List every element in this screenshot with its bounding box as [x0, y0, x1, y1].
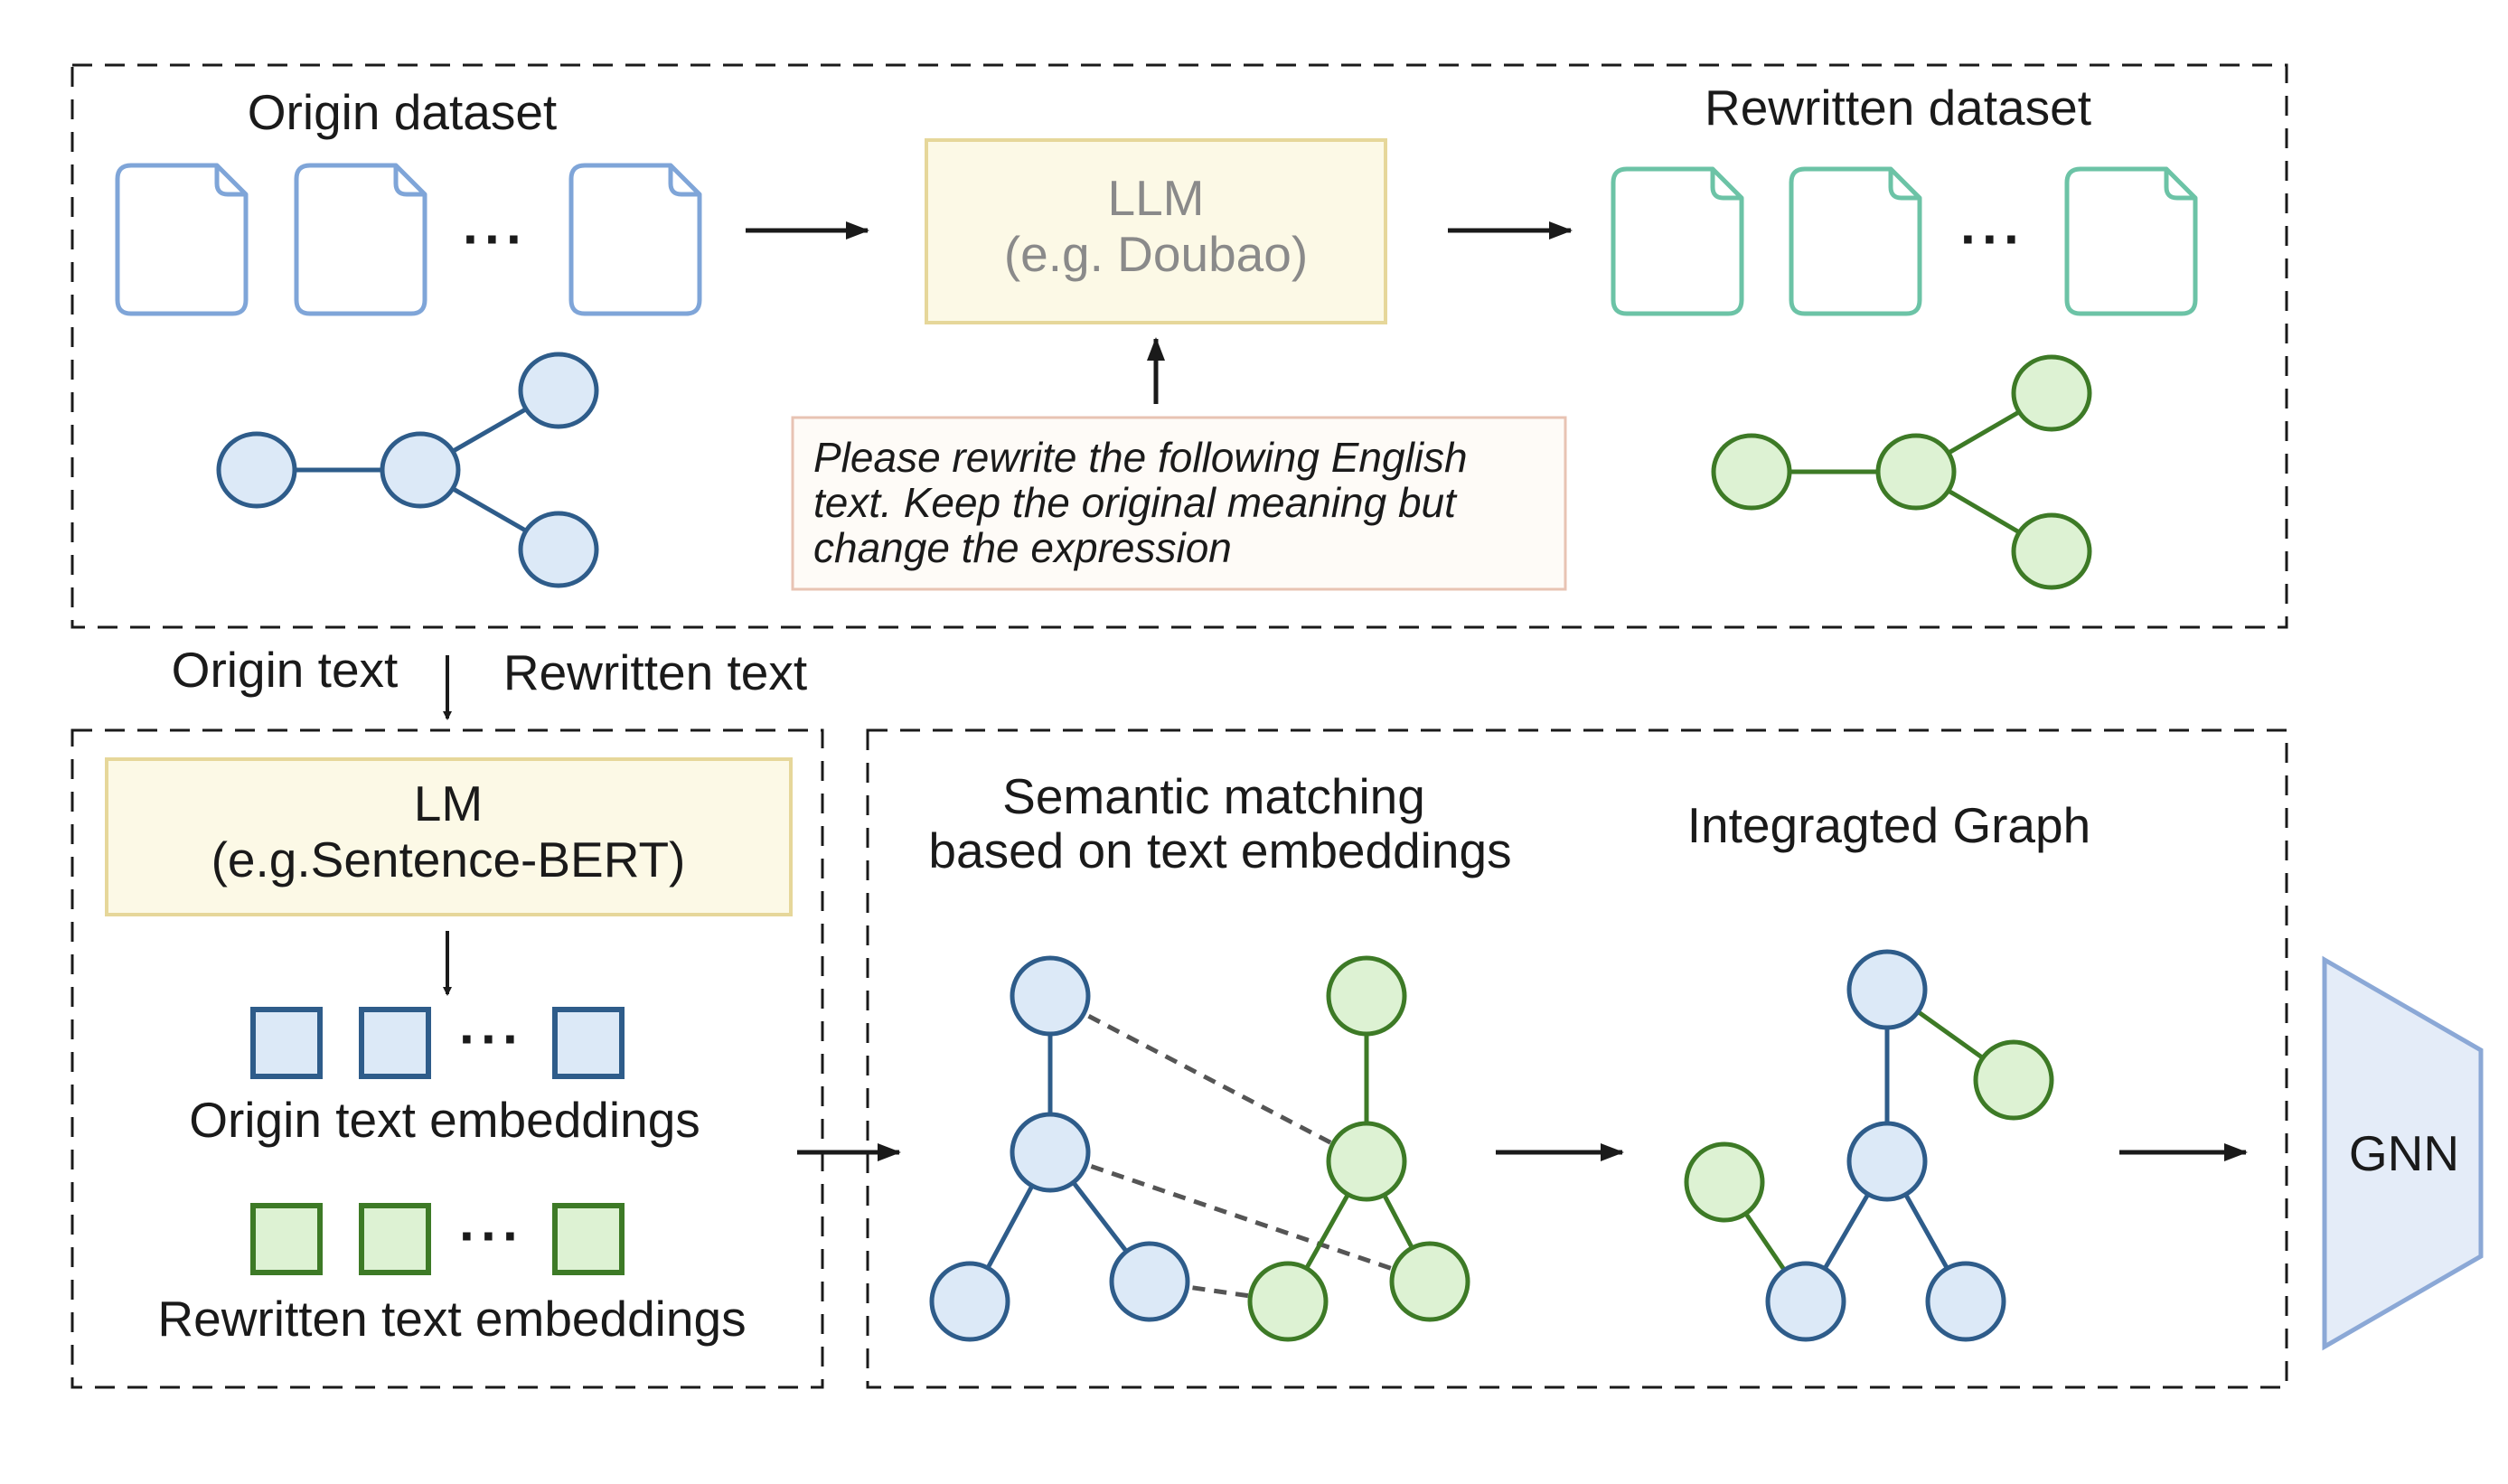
graph-node — [1109, 1241, 1190, 1322]
llm-example: (e.g. Doubao) — [1004, 226, 1308, 282]
document-icon — [294, 163, 427, 316]
graph-node — [380, 431, 461, 509]
graph-node — [1247, 1261, 1329, 1342]
origin-docs-ellipsis: ··· — [463, 209, 528, 269]
graph-node — [1326, 955, 1407, 1037]
embedding-square — [552, 1007, 625, 1079]
origin-embedding-squares — [250, 1007, 625, 1079]
rewritten-embeddings-ellipsis: ··· — [459, 1206, 524, 1266]
graph-node — [1846, 949, 1928, 1030]
lm-example: (e.g.Sentence-BERT) — [211, 831, 686, 888]
lm-box — [105, 757, 793, 916]
origin-document-icons — [115, 163, 702, 316]
origin-embeddings-label: Origin text embeddings — [189, 1092, 700, 1148]
document-icon — [2064, 166, 2198, 316]
origin-text-label: Origin text — [172, 642, 399, 698]
llm-title: LLM — [1108, 170, 1205, 226]
graph-node — [216, 431, 297, 509]
semantic-matching-graph — [929, 955, 1470, 1342]
prompt-line-3: change the expression — [813, 524, 1232, 571]
rewritten-document-icons — [1611, 166, 2198, 316]
semantic-matching-title-1: Semantic matching — [1002, 768, 1425, 824]
semantic-matching-title-2: based on text embeddings — [928, 822, 1511, 878]
right-panel-border — [866, 728, 2288, 1389]
integrated-graph-title: Integragted Graph — [1687, 797, 2090, 853]
graph-node — [2011, 512, 2092, 590]
document-icon — [1611, 166, 1744, 316]
rewritten-embedding-squares — [250, 1203, 625, 1275]
graph-node — [518, 511, 599, 588]
prompt-box — [791, 416, 1567, 591]
graph-node — [1925, 1261, 2006, 1342]
rewritten-docs-ellipsis: ··· — [1960, 209, 2025, 269]
graph-node — [2011, 354, 2092, 432]
origin-dataset-label: Origin dataset — [248, 84, 557, 140]
graph-node — [1875, 433, 1957, 511]
graph-node — [1326, 1121, 1407, 1202]
graph-node — [929, 1261, 1010, 1342]
document-icon — [1789, 166, 1922, 316]
graph-node — [1765, 1261, 1846, 1342]
prompt-line-1: Please rewrite the following English — [813, 434, 1468, 481]
embedding-square — [250, 1007, 323, 1079]
rewritten-graph — [1711, 354, 2092, 590]
graph-node — [1973, 1039, 2054, 1121]
llm-box — [925, 138, 1387, 324]
prompt-line-2: text. Keep the original meaning but — [813, 479, 1458, 526]
origin-graph — [216, 352, 599, 588]
rewritten-text-label: Rewritten text — [503, 644, 807, 700]
rewritten-dataset-label: Rewritten dataset — [1705, 80, 2091, 136]
embedding-square — [552, 1203, 625, 1275]
graph-node — [518, 352, 599, 429]
gnn-label: GNN — [2349, 1125, 2459, 1181]
graph-node — [1846, 1121, 1928, 1202]
embedding-square — [359, 1203, 431, 1275]
graph-node — [1010, 955, 1091, 1037]
lm-title: LM — [414, 775, 483, 831]
top-panel-border — [70, 63, 2288, 629]
embedding-square — [359, 1007, 431, 1079]
left-panel-border — [70, 728, 824, 1389]
document-icon — [115, 163, 249, 316]
origin-embeddings-ellipsis: ··· — [459, 1009, 524, 1069]
embedding-square — [250, 1203, 323, 1275]
graph-node — [1389, 1241, 1470, 1322]
graph-node — [1684, 1141, 1765, 1223]
rewritten-embeddings-label: Rewritten text embeddings — [157, 1291, 746, 1347]
document-icon — [568, 163, 702, 316]
gnn-block — [2322, 955, 2484, 1351]
graph-node — [1010, 1112, 1091, 1193]
integrated-graph — [1684, 949, 2054, 1342]
graph-node — [1711, 433, 1792, 511]
